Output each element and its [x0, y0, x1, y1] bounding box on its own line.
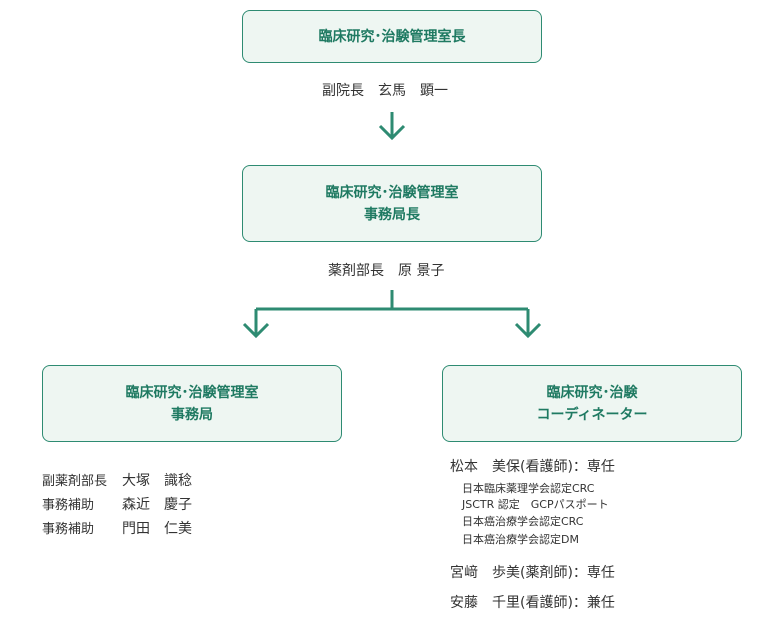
- secretariat-title-line1: 臨床研究･治験管理室: [125, 384, 259, 401]
- director-box: 臨床研究･治験管理室長: [242, 10, 542, 63]
- secretariat-box: 臨床研究･治験管理室 事務局: [42, 365, 342, 442]
- office-head-name: 薬剤部長 原 景子: [328, 263, 445, 279]
- coordinator-cert: JSCTR 認定 GCPパスポート: [462, 498, 609, 511]
- coordinator-title-line1: 臨床研究･治験: [546, 384, 638, 401]
- branch-connector: [254, 290, 530, 334]
- director-title: 臨床研究･治験管理室長: [318, 28, 466, 45]
- staff-role: 副薬剤部長: [42, 474, 108, 489]
- secretariat-staff-row: 事務補助 森近 慶子: [42, 494, 192, 514]
- secretariat-staff-row: 副薬剤部長大塚 識稔: [42, 470, 192, 490]
- secretariat-title-line2: 事務局: [171, 406, 213, 423]
- staff-name: 森近 慶子: [122, 497, 192, 513]
- office-head-title-line2: 事務局長: [364, 206, 420, 223]
- arrow-down-icon: [378, 112, 406, 141]
- coordinator-cert: 日本癌治療学会認定CRC: [462, 515, 584, 528]
- staff-role: 事務補助: [42, 522, 95, 537]
- office-head-box: 臨床研究･治験管理室 事務局長: [242, 165, 542, 242]
- coordinator-cert: 日本癌治療学会認定DM: [462, 533, 579, 546]
- coordinator-box: 臨床研究･治験 コーディネーター: [442, 365, 742, 442]
- director-name: 副院長 玄馬 顕一: [322, 83, 448, 99]
- coordinator-name: 松本 美保(看護師)：専任: [450, 459, 615, 475]
- coordinator-title-line2: コーディネーター: [536, 406, 648, 423]
- office-head-title-line1: 臨床研究･治験管理室: [325, 184, 459, 201]
- coordinator-name: 宮﨑 歩美(薬剤師)：専任: [450, 565, 615, 581]
- secretariat-staff-row: 事務補助 門田 仁美: [42, 518, 192, 538]
- staff-name: 門田 仁美: [122, 521, 192, 537]
- arrow-down-icon: [514, 322, 542, 339]
- staff-role: 事務補助: [42, 498, 95, 513]
- staff-name: 大塚 識稔: [122, 473, 192, 489]
- arrow-down-icon: [242, 322, 270, 339]
- coordinator-cert: 日本臨床薬理学会認定CRC: [462, 482, 595, 495]
- coordinator-name: 安藤 千里(看護師)：兼任: [450, 595, 615, 611]
